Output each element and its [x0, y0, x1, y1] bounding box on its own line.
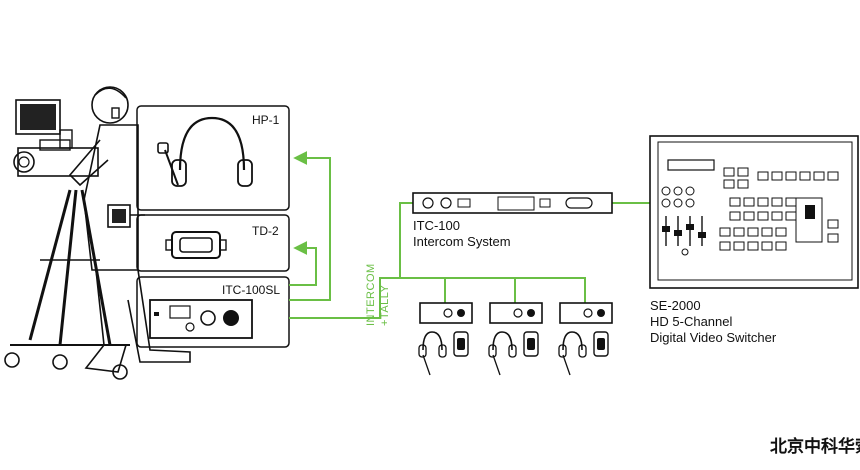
link-arrows [289, 151, 331, 301]
se2000-switcher: SE-2000 HD 5-Channel Digital Video Switc… [649, 135, 859, 345]
td2-label: TD-2 [252, 224, 279, 238]
headset-icon [157, 116, 253, 187]
tally-device-icon [165, 231, 227, 259]
itc100-unit: ITC-100 Intercom System [412, 192, 613, 249]
se2000-line2-label: Digital Video Switcher [650, 330, 777, 345]
itc100-model-label: ITC-100 [413, 218, 460, 233]
intercom-tally-link: INTERCOM +TALLY [289, 202, 650, 326]
remote-station-2 [488, 302, 543, 376]
se2000-model-label: SE-2000 [650, 298, 701, 313]
remote-station-1 [418, 302, 473, 376]
remote-station-3 [558, 302, 613, 376]
itc100-name-label: Intercom System [413, 234, 511, 249]
hp1-panel: HP-1 [136, 105, 290, 211]
camera-operator-illustration [4, 86, 191, 380]
td2-panel: TD-2 [136, 214, 290, 272]
itc100sl-panel: ITC-100SL [136, 276, 290, 348]
beltpack-front-icon [149, 299, 253, 339]
intercom-label: INTERCOM [365, 263, 377, 326]
itc100sl-label: ITC-100SL [222, 283, 280, 297]
watermark-text: 北京中科华索 [770, 436, 860, 457]
hp1-label: HP-1 [252, 113, 280, 127]
se2000-line1-label: HD 5-Channel [650, 314, 732, 329]
tally-label: +TALLY [379, 284, 391, 326]
